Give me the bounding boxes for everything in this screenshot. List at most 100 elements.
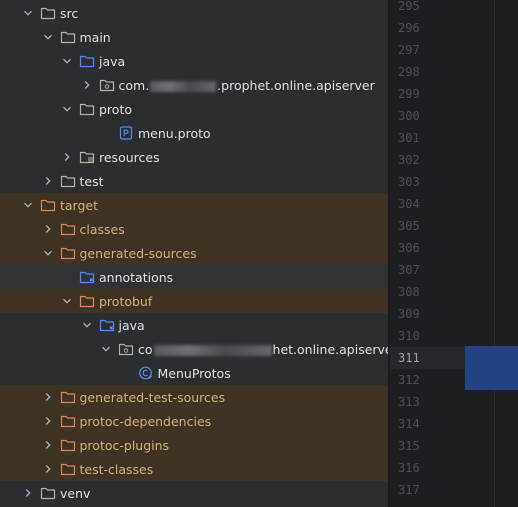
chevron-down-icon[interactable] xyxy=(22,199,34,211)
chevron-down-icon[interactable] xyxy=(22,7,34,19)
tree-item-label: target xyxy=(60,197,99,213)
tree-item-label: resources xyxy=(99,149,160,165)
proto-file-icon xyxy=(118,126,134,140)
tree-row[interactable]: annotations xyxy=(0,265,388,289)
tree-row[interactable]: test xyxy=(0,169,388,193)
line-number[interactable]: 313 xyxy=(398,395,420,409)
tree-item-label: com..prophet.online.apiserver xyxy=(119,78,375,93)
tree-row[interactable]: protoc-plugins xyxy=(0,433,388,457)
tree-row[interactable]: src xyxy=(0,1,388,25)
tree-row[interactable]: java xyxy=(0,313,388,337)
tree-row[interactable]: protobuf xyxy=(0,289,388,313)
selection-highlight xyxy=(465,346,518,390)
chevron-down-icon[interactable] xyxy=(61,55,73,67)
tree-item-label: proto xyxy=(99,101,132,117)
tree-item-label: java xyxy=(118,317,145,333)
chevron-right-icon[interactable] xyxy=(22,487,34,499)
tree-row[interactable]: com..prophet.online.apiserver xyxy=(0,73,388,97)
folder-source-icon xyxy=(79,54,95,68)
folder-excluded-icon xyxy=(79,294,95,308)
chevron-right-icon[interactable] xyxy=(42,391,54,403)
tree-row[interactable]: generated-test-sources xyxy=(0,385,388,409)
chevron-right-icon[interactable] xyxy=(42,223,54,235)
chevron-down-icon[interactable] xyxy=(100,343,112,355)
line-number[interactable]: 306 xyxy=(398,241,420,255)
tree-row[interactable]: MenuProtos xyxy=(0,361,388,385)
tree-row[interactable]: target xyxy=(0,193,388,217)
editor-gutter: 295 296 297 298 299 300 301 302 303 304 305 306 307 3… xyxy=(390,0,518,507)
chevron-down-icon[interactable] xyxy=(42,247,54,259)
label-prefix: com. xyxy=(118,77,150,93)
line-number[interactable]: 301 xyxy=(398,131,420,145)
tree-item-label: java xyxy=(99,53,126,69)
line-number[interactable]: 295 xyxy=(398,0,420,13)
chevron-spacer xyxy=(61,271,73,283)
line-number[interactable]: 302 xyxy=(398,153,420,167)
line-number[interactable]: 309 xyxy=(398,307,420,321)
chevron-right-icon[interactable] xyxy=(61,151,73,163)
folder-resources-icon xyxy=(79,150,95,164)
folder-generated-icon xyxy=(79,270,95,284)
tree-row[interactable]: protoc-dependencies xyxy=(0,409,388,433)
chevron-right-icon[interactable] xyxy=(42,175,54,187)
chevron-right-icon[interactable] xyxy=(42,415,54,427)
chevron-down-icon[interactable] xyxy=(42,31,54,43)
tree-item-label: main xyxy=(79,29,111,45)
chevron-down-icon[interactable] xyxy=(61,295,73,307)
label-prefix: co xyxy=(138,341,153,357)
tree-item-label: classes xyxy=(79,221,125,237)
tree-row[interactable]: classes xyxy=(0,217,388,241)
chevron-right-icon[interactable] xyxy=(42,463,54,475)
tree-row[interactable]: java xyxy=(0,49,388,73)
line-number[interactable]: 300 xyxy=(398,109,420,123)
chevron-spacer xyxy=(100,127,112,139)
folder-icon xyxy=(40,486,56,500)
panel-splitter[interactable] xyxy=(388,0,390,507)
line-number[interactable]: 311 xyxy=(398,351,420,365)
line-number[interactable]: 315 xyxy=(398,439,420,453)
package-icon xyxy=(118,342,134,356)
line-number[interactable]: 312 xyxy=(398,373,420,387)
line-number[interactable]: 299 xyxy=(398,87,420,101)
tree-item-label: protoc-plugins xyxy=(79,437,170,453)
chevron-down-icon[interactable] xyxy=(61,103,73,115)
line-number[interactable]: 298 xyxy=(398,65,420,79)
line-number[interactable]: 303 xyxy=(398,175,420,189)
line-number[interactable]: 308 xyxy=(398,285,420,299)
line-number[interactable]: 304 xyxy=(398,197,420,211)
chevron-spacer xyxy=(120,367,132,379)
line-number[interactable]: 297 xyxy=(398,43,420,57)
folder-generated-icon xyxy=(99,318,115,332)
folder-icon xyxy=(79,102,95,116)
tree-row[interactable]: menu.proto xyxy=(0,121,388,145)
chevron-right-icon[interactable] xyxy=(81,79,93,91)
tree-item-label: generated-test-sources xyxy=(79,389,226,405)
tree-row[interactable]: test-classes xyxy=(0,457,388,481)
line-number[interactable]: 310 xyxy=(398,329,420,343)
tree-item-label: generated-sources xyxy=(79,245,197,261)
tree-item-label: venv xyxy=(60,485,91,501)
chevron-right-icon[interactable] xyxy=(42,439,54,451)
line-number[interactable]: 307 xyxy=(398,263,420,277)
line-number[interactable]: 305 xyxy=(398,219,420,233)
line-number[interactable]: 296 xyxy=(398,21,420,35)
tree-row[interactable]: proto xyxy=(0,97,388,121)
line-number[interactable]: 314 xyxy=(398,417,420,431)
redacted-text xyxy=(153,344,272,356)
line-number[interactable]: 316 xyxy=(398,461,420,475)
folder-excluded-icon xyxy=(60,414,76,428)
tree-row[interactable]: resources xyxy=(0,145,388,169)
folder-excluded-icon xyxy=(60,390,76,404)
tree-item-label: annotations xyxy=(99,269,174,285)
folder-excluded-icon xyxy=(60,438,76,452)
tree-row[interactable]: main xyxy=(0,25,388,49)
tree-row[interactable]: venv xyxy=(0,481,388,505)
folder-excluded-icon xyxy=(40,198,56,212)
chevron-down-icon[interactable] xyxy=(81,319,93,331)
tree-item-label: protobuf xyxy=(99,293,153,309)
line-number[interactable]: 317 xyxy=(398,483,420,497)
tree-row[interactable]: generated-sources xyxy=(0,241,388,265)
tree-item-label: menu.proto xyxy=(138,125,211,141)
